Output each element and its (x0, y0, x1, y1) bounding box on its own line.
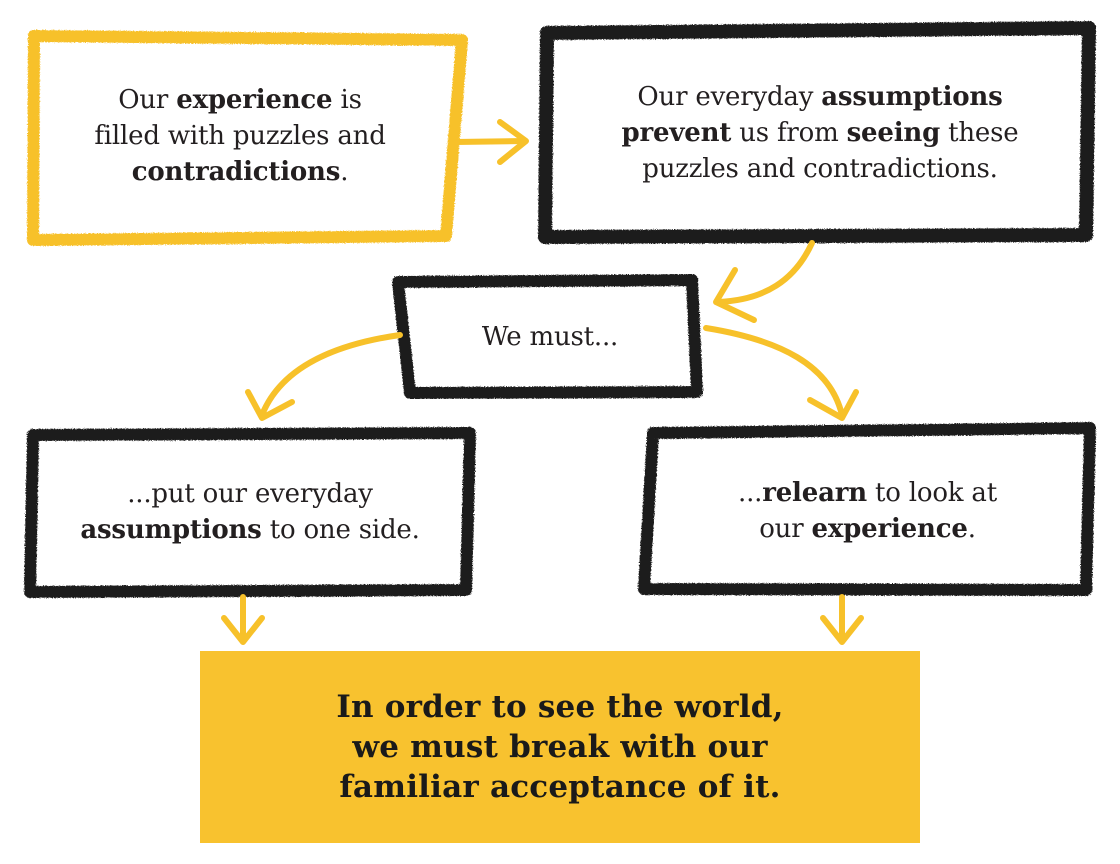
relearn-line-2: our experience. (759, 511, 976, 547)
assumptions-line-3: puzzles and contradictions. (642, 151, 998, 187)
arrow-relearn-to-conclusion (820, 594, 864, 645)
text-run: is (332, 85, 362, 115)
arrow-put-aside-to-conclusion (221, 594, 265, 645)
experience-line-1: Our experience is (118, 82, 362, 118)
we-must-text: We must... (481, 322, 619, 352)
text-run: our (759, 514, 812, 544)
text-run: puzzles and contradictions. (642, 153, 998, 184)
text-run: these (940, 117, 1019, 148)
experience-line-3: contradictions. (132, 154, 349, 190)
put-aside-line-2: assumptions to one side. (80, 512, 420, 548)
arrow-we-must-to-put-aside (245, 332, 403, 421)
arrow-experience-to-assumptions (452, 119, 529, 165)
conclusion-line-1: In order to see the world, (336, 689, 784, 725)
arrow-assumptions-to-we-must (713, 240, 815, 323)
experience-box-frame (27, 30, 468, 246)
conclusion-line-3: familiar acceptance of it. (339, 769, 781, 805)
text-run: ... (738, 478, 763, 508)
text-run: filled with puzzles and (94, 121, 386, 151)
text-run: Our (118, 85, 177, 115)
text-run: . (340, 157, 349, 187)
arrow-we-must-to-relearn (703, 325, 859, 421)
text-run: . (967, 514, 976, 544)
bold-run: contradictions (131, 157, 341, 187)
assumptions-box-frame (538, 21, 1096, 244)
put-aside-line-1: ...put our everyday (127, 476, 373, 512)
experience-box-text: Our experience is filled with puzzles an… (40, 46, 440, 226)
put-aside-box-text: ...put our everyday assumptions to one s… (40, 442, 460, 582)
assumptions-line-2: prevent us from seeing these (622, 115, 1019, 151)
bold-run: relearn (762, 478, 867, 508)
bold-run: prevent (621, 117, 732, 148)
relearn-box-frame (638, 422, 1096, 596)
conclusion-text: In order to see the world, we must break… (200, 651, 920, 843)
bold-run: seeing (846, 117, 941, 148)
text-run: Our everyday (637, 81, 822, 112)
bold-run: experience (176, 85, 333, 115)
we-must-box-text: We must... (410, 288, 690, 386)
relearn-box-text: ...relearn to look at our experience. (655, 440, 1080, 582)
text-run: ...put our everyday (127, 479, 373, 509)
bold-run: experience (811, 514, 968, 544)
text-run: to one side. (261, 515, 420, 545)
relearn-line-1: ...relearn to look at (738, 475, 997, 511)
experience-line-2: filled with puzzles and (94, 118, 385, 154)
conclusion-box (200, 651, 920, 843)
assumptions-line-1: Our everyday assumptions (637, 79, 1002, 115)
bold-run: assumptions (80, 515, 262, 545)
assumptions-box-text: Our everyday assumptions prevent us from… (560, 40, 1080, 225)
we-must-box-frame (392, 274, 703, 399)
bold-run: assumptions (821, 81, 1003, 112)
text-run: us from (731, 117, 847, 148)
put-aside-box-frame (24, 427, 476, 598)
conclusion-line-2: we must break with our (352, 729, 768, 765)
text-run: to look at (866, 478, 997, 508)
